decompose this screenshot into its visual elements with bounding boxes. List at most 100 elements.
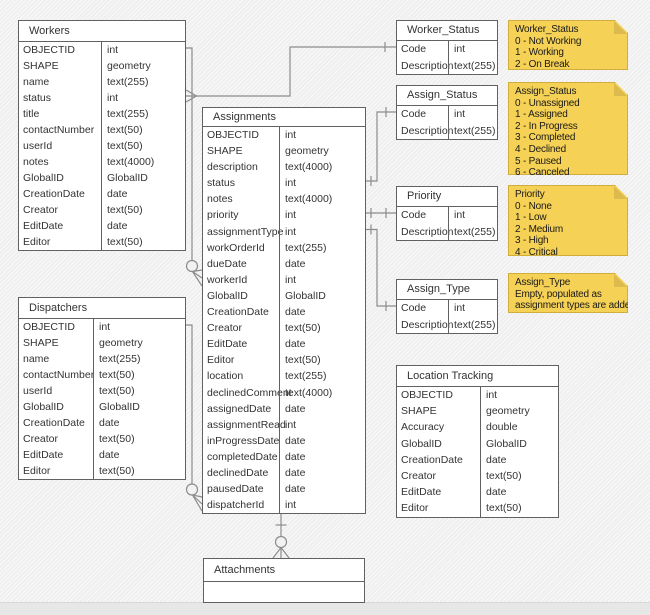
table-title: Attachments bbox=[204, 559, 364, 582]
field-name: SHAPE bbox=[401, 405, 437, 418]
field-type: text(255) bbox=[454, 225, 496, 238]
note-line: 3 - High bbox=[515, 235, 549, 247]
field-name: CreationDate bbox=[23, 417, 85, 429]
field-name: Creator bbox=[23, 433, 59, 445]
field-name: Editor bbox=[207, 354, 235, 367]
field-type: date bbox=[285, 434, 306, 447]
field-name: dueDate bbox=[207, 257, 247, 270]
field-name: Description bbox=[401, 225, 454, 238]
edge-workers-to-assignments[interactable] bbox=[185, 47, 203, 287]
field-type: int bbox=[454, 108, 466, 120]
field-name: Code bbox=[401, 209, 427, 221]
field-name: workerId bbox=[207, 273, 248, 286]
field-type: int bbox=[107, 92, 119, 104]
edge-assignments-to-priority[interactable] bbox=[366, 208, 396, 218]
field-name: OBJECTID bbox=[401, 389, 453, 401]
footer-strip bbox=[0, 602, 650, 615]
field-name: GlobalID bbox=[207, 289, 248, 302]
field-type: int bbox=[285, 177, 297, 190]
field-type: date bbox=[486, 486, 507, 499]
field-name: assignmentType bbox=[207, 225, 284, 238]
field-name: notes bbox=[23, 156, 49, 168]
edge-dispatchers-to-assignments[interactable] bbox=[185, 324, 203, 512]
note-title: Priority bbox=[515, 189, 545, 200]
field-type: text(50) bbox=[99, 385, 135, 397]
field-type: date bbox=[285, 402, 306, 415]
field-name: pausedDate bbox=[207, 483, 264, 496]
table-title: Location Tracking bbox=[397, 366, 558, 387]
column-divider bbox=[448, 207, 449, 240]
note-line: 6 - Canceled bbox=[515, 167, 570, 179]
table-title: Worker_Status bbox=[397, 21, 497, 41]
note-title: Assign_Type bbox=[515, 277, 571, 288]
field-type: GlobalID bbox=[486, 437, 527, 450]
note-line: 2 - In Progress bbox=[515, 120, 578, 132]
field-name: declinedComment bbox=[207, 386, 292, 399]
field-type: date bbox=[285, 338, 306, 351]
field-type: int bbox=[285, 209, 297, 222]
field-type: text(255) bbox=[454, 59, 496, 72]
field-name: Editor bbox=[401, 502, 429, 515]
field-name: EditDate bbox=[401, 486, 442, 499]
edge-workers-to-worker-status[interactable] bbox=[185, 42, 396, 103]
edge-assignments-to-assign-type[interactable] bbox=[366, 224, 396, 312]
field-name: Description bbox=[401, 59, 454, 72]
column-divider bbox=[279, 127, 280, 514]
note-line: 4 - Declined bbox=[515, 143, 566, 155]
field-name: status bbox=[207, 177, 236, 190]
field-type: date bbox=[285, 466, 306, 479]
table-title: Dispatchers bbox=[19, 298, 185, 319]
field-type: text(255) bbox=[454, 124, 496, 137]
field-type: date bbox=[285, 306, 306, 319]
edge-assignments-to-assign-status[interactable] bbox=[366, 107, 396, 186]
table-title: Priority bbox=[397, 187, 497, 207]
edge-assignments-to-attachments[interactable] bbox=[272, 511, 290, 559]
field-type: date bbox=[285, 483, 306, 496]
field-type: text(255) bbox=[285, 370, 327, 383]
note-line: 2 - Medium bbox=[515, 223, 564, 235]
entity-table-attachments[interactable]: Attachments bbox=[203, 558, 365, 603]
field-type: int bbox=[99, 321, 111, 333]
field-type: text(50) bbox=[99, 465, 135, 477]
